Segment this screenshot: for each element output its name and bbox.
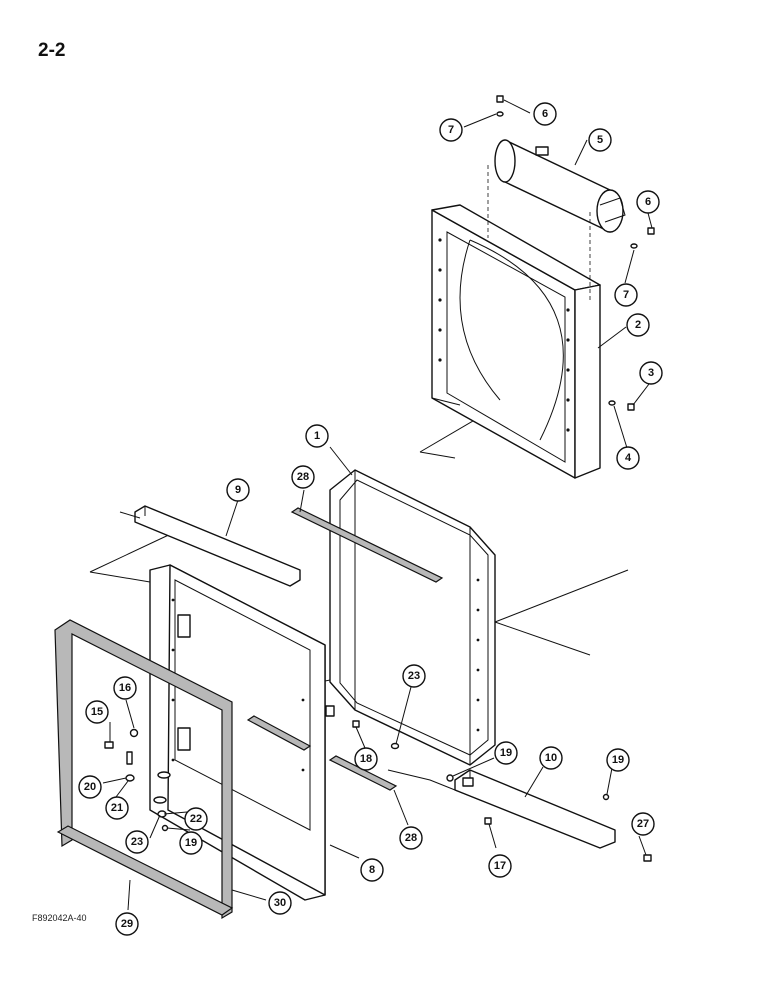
callout-22: 22	[184, 807, 208, 831]
svg-text:21: 21	[111, 802, 123, 814]
callout-1: 1	[305, 424, 329, 448]
svg-text:29: 29	[121, 918, 133, 930]
fan-shroud	[431, 204, 601, 479]
callout-3: 3	[639, 361, 663, 385]
svg-text:23: 23	[408, 670, 420, 682]
frame-seal	[54, 619, 233, 920]
callout-28: 28	[399, 826, 423, 850]
callout-4: 4	[616, 446, 640, 470]
seal-strip-upper	[290, 507, 444, 583]
svg-text:1: 1	[314, 430, 320, 442]
callout-16: 16	[113, 676, 137, 700]
lower-baffle	[454, 769, 616, 849]
callout-18: 18	[354, 747, 378, 771]
frame-holes	[171, 598, 305, 772]
callout-6: 6	[636, 190, 660, 214]
callout-28: 28	[291, 465, 315, 489]
callout-balloons: 1 2 3 4 5 6 6 7 7 8 9 10 15 16 17 18 19 …	[78, 102, 663, 936]
svg-text:4: 4	[625, 452, 632, 464]
svg-text:19: 19	[500, 747, 512, 759]
callout-7: 7	[614, 283, 638, 307]
svg-text:3: 3	[648, 367, 654, 379]
callout-6: 6	[533, 102, 557, 126]
grille-frame	[149, 564, 326, 901]
svg-text:20: 20	[84, 781, 96, 793]
svg-text:15: 15	[91, 706, 103, 718]
callout-19: 19	[606, 748, 630, 772]
callout-29: 29	[115, 912, 139, 936]
svg-text:23: 23	[131, 836, 143, 848]
callout-15: 15	[85, 700, 109, 724]
radiator	[325, 469, 496, 766]
callout-8: 8	[360, 858, 384, 882]
svg-text:19: 19	[185, 837, 197, 849]
callout-19: 19	[179, 831, 203, 855]
bottom-seal	[56, 825, 234, 916]
svg-text:17: 17	[494, 860, 506, 872]
leader-lines	[102, 99, 653, 911]
svg-text:2: 2	[635, 319, 641, 331]
callout-17: 17	[488, 854, 512, 878]
svg-text:10: 10	[545, 752, 557, 764]
overflow-tank	[487, 139, 626, 300]
page-number: 2-2	[38, 40, 66, 61]
upper-baffle	[119, 505, 301, 587]
svg-text:16: 16	[119, 682, 131, 694]
svg-text:7: 7	[623, 289, 629, 301]
radiator-bolt-holes	[476, 578, 480, 732]
svg-text:28: 28	[297, 471, 309, 483]
callout-20: 20	[78, 775, 102, 799]
seal-strip-lower	[328, 755, 398, 791]
callout-23: 23	[125, 830, 149, 854]
hardware	[104, 95, 655, 862]
shroud-holes	[438, 238, 570, 432]
figure-code: F892042A-40	[32, 913, 87, 923]
svg-text:6: 6	[645, 196, 651, 208]
svg-text:18: 18	[360, 753, 372, 765]
callout-9: 9	[226, 478, 250, 502]
svg-text:6: 6	[542, 108, 548, 120]
svg-text:22: 22	[190, 813, 202, 825]
svg-text:28: 28	[405, 832, 417, 844]
callout-30: 30	[268, 891, 292, 915]
callout-21: 21	[105, 796, 129, 820]
svg-text:8: 8	[369, 864, 375, 876]
callout-27: 27	[631, 812, 655, 836]
svg-text:19: 19	[612, 754, 624, 766]
callout-2: 2	[626, 313, 650, 337]
svg-text:27: 27	[637, 818, 649, 830]
seal-strip-mid	[246, 715, 312, 751]
svg-text:30: 30	[274, 897, 286, 909]
svg-text:5: 5	[597, 134, 603, 146]
callout-19: 19	[494, 741, 518, 765]
callout-10: 10	[539, 746, 563, 770]
svg-text:9: 9	[235, 484, 241, 496]
callout-7: 7	[439, 118, 463, 142]
svg-text:7: 7	[448, 124, 454, 136]
callout-5: 5	[588, 128, 612, 152]
callout-23: 23	[402, 664, 426, 688]
